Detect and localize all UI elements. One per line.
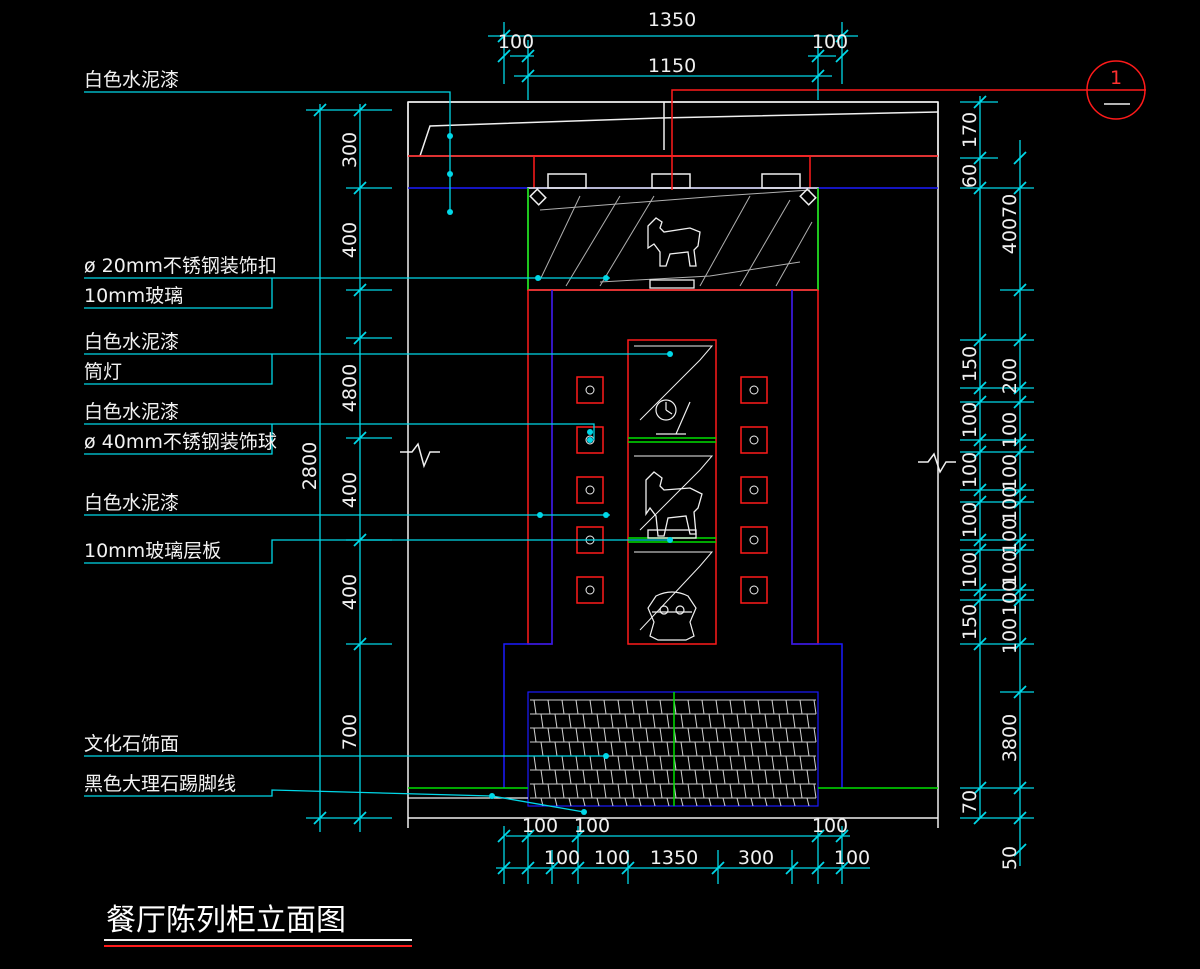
label-downlight: 筒灯	[84, 361, 122, 383]
dim-bottom-6: 1350	[650, 847, 698, 869]
dim-bottom-5: 100	[594, 847, 630, 869]
dim-right-9: 150	[959, 604, 981, 640]
dim-right-3: 40070	[999, 194, 1021, 254]
label-glass: 10mm玻璃	[84, 285, 183, 307]
horse-sculpture-icon	[645, 471, 703, 539]
dim-right-inner-3: 100	[999, 454, 1021, 490]
wall-outline	[400, 101, 956, 828]
dim-left-5: 400	[339, 574, 361, 610]
decorative-balls-right	[740, 376, 768, 604]
dim-bottom-1: 100	[522, 815, 558, 837]
main-cabinet	[503, 289, 843, 788]
horse-statue-icon	[647, 217, 701, 289]
label-steel-ball: ø 40mm不锈钢装饰球	[84, 431, 277, 453]
dim-top-left: 100	[498, 31, 534, 53]
label-white-paint-1: 白色水泥漆	[84, 69, 179, 91]
dim-right-inner-7: 100	[999, 580, 1021, 616]
dim-left-2: 400	[339, 222, 361, 258]
material-labels: 白色水泥漆 ø 20mm不锈钢装饰扣 10mm玻璃 白色水泥漆 筒灯 白色水泥漆…	[84, 69, 277, 795]
dim-top-right: 100	[812, 31, 848, 53]
dim-right-1: 170	[959, 112, 981, 148]
dim-right-inner-8: 100	[999, 618, 1021, 654]
dim-right-2: 60	[959, 164, 981, 188]
dimension-ticks	[313, 29, 1027, 875]
label-white-paint-3: 白色水泥漆	[84, 401, 179, 423]
dim-right-5: 100	[959, 402, 981, 438]
leader-lines	[84, 91, 670, 813]
dim-bottom-7: 300	[738, 847, 774, 869]
section-marker: 1	[671, 60, 1146, 190]
stone-base	[408, 691, 938, 807]
dim-right-inner-4: 100	[999, 486, 1021, 522]
drawing-title: 餐厅陈列柜立面图	[104, 903, 412, 947]
dim-right-4: 150	[959, 346, 981, 382]
dim-right-11: 70	[959, 790, 981, 814]
label-steel-clip: ø 20mm不锈钢装饰扣	[84, 255, 277, 277]
dimension-lines	[306, 22, 1034, 884]
dimension-texts: 1350 100 100 1150 300 400 4800 400 400 7…	[299, 9, 1021, 870]
dim-left-total: 2800	[299, 442, 321, 490]
dim-bottom-8: 100	[834, 847, 870, 869]
label-white-paint-2: 白色水泥漆	[84, 331, 179, 353]
label-marble-skirting: 黑色大理石踢脚线	[84, 773, 236, 795]
dim-right-8: 100	[959, 552, 981, 588]
dim-bottom-3: 100	[812, 815, 848, 837]
clock-icon	[655, 399, 691, 435]
title-text: 餐厅陈列柜立面图	[106, 903, 346, 938]
dim-right-inner-2: 100	[999, 412, 1021, 448]
leader-dots	[447, 133, 673, 815]
upper-glass-box	[527, 187, 819, 291]
decorative-balls-left	[576, 376, 604, 604]
dim-right-6: 100	[959, 452, 981, 488]
dim-left-1: 300	[339, 132, 361, 168]
dim-right-inner-1: 200	[999, 358, 1021, 394]
dim-right-10: 3800	[999, 714, 1021, 762]
dim-top-inner: 1150	[648, 55, 696, 77]
dim-top-total: 1350	[648, 9, 696, 31]
dim-right-inner-9: 50	[999, 846, 1021, 870]
label-white-paint-4: 白色水泥漆	[84, 492, 179, 514]
label-glass-shelf: 10mm玻璃层板	[84, 540, 221, 562]
section-marker-number: 1	[1110, 67, 1122, 89]
dim-bottom-4: 100	[544, 847, 580, 869]
dim-left-3: 4800	[339, 364, 361, 412]
dim-right-7: 100	[959, 502, 981, 538]
dim-left-4: 400	[339, 472, 361, 508]
vase-icon	[647, 591, 697, 641]
dim-left-6: 700	[339, 714, 361, 750]
dim-right-inner-6: 100	[999, 550, 1021, 586]
label-culture-stone: 文化石饰面	[84, 733, 179, 755]
dim-bottom-2: 100	[574, 815, 610, 837]
dim-right-inner-5: 100	[999, 518, 1021, 554]
